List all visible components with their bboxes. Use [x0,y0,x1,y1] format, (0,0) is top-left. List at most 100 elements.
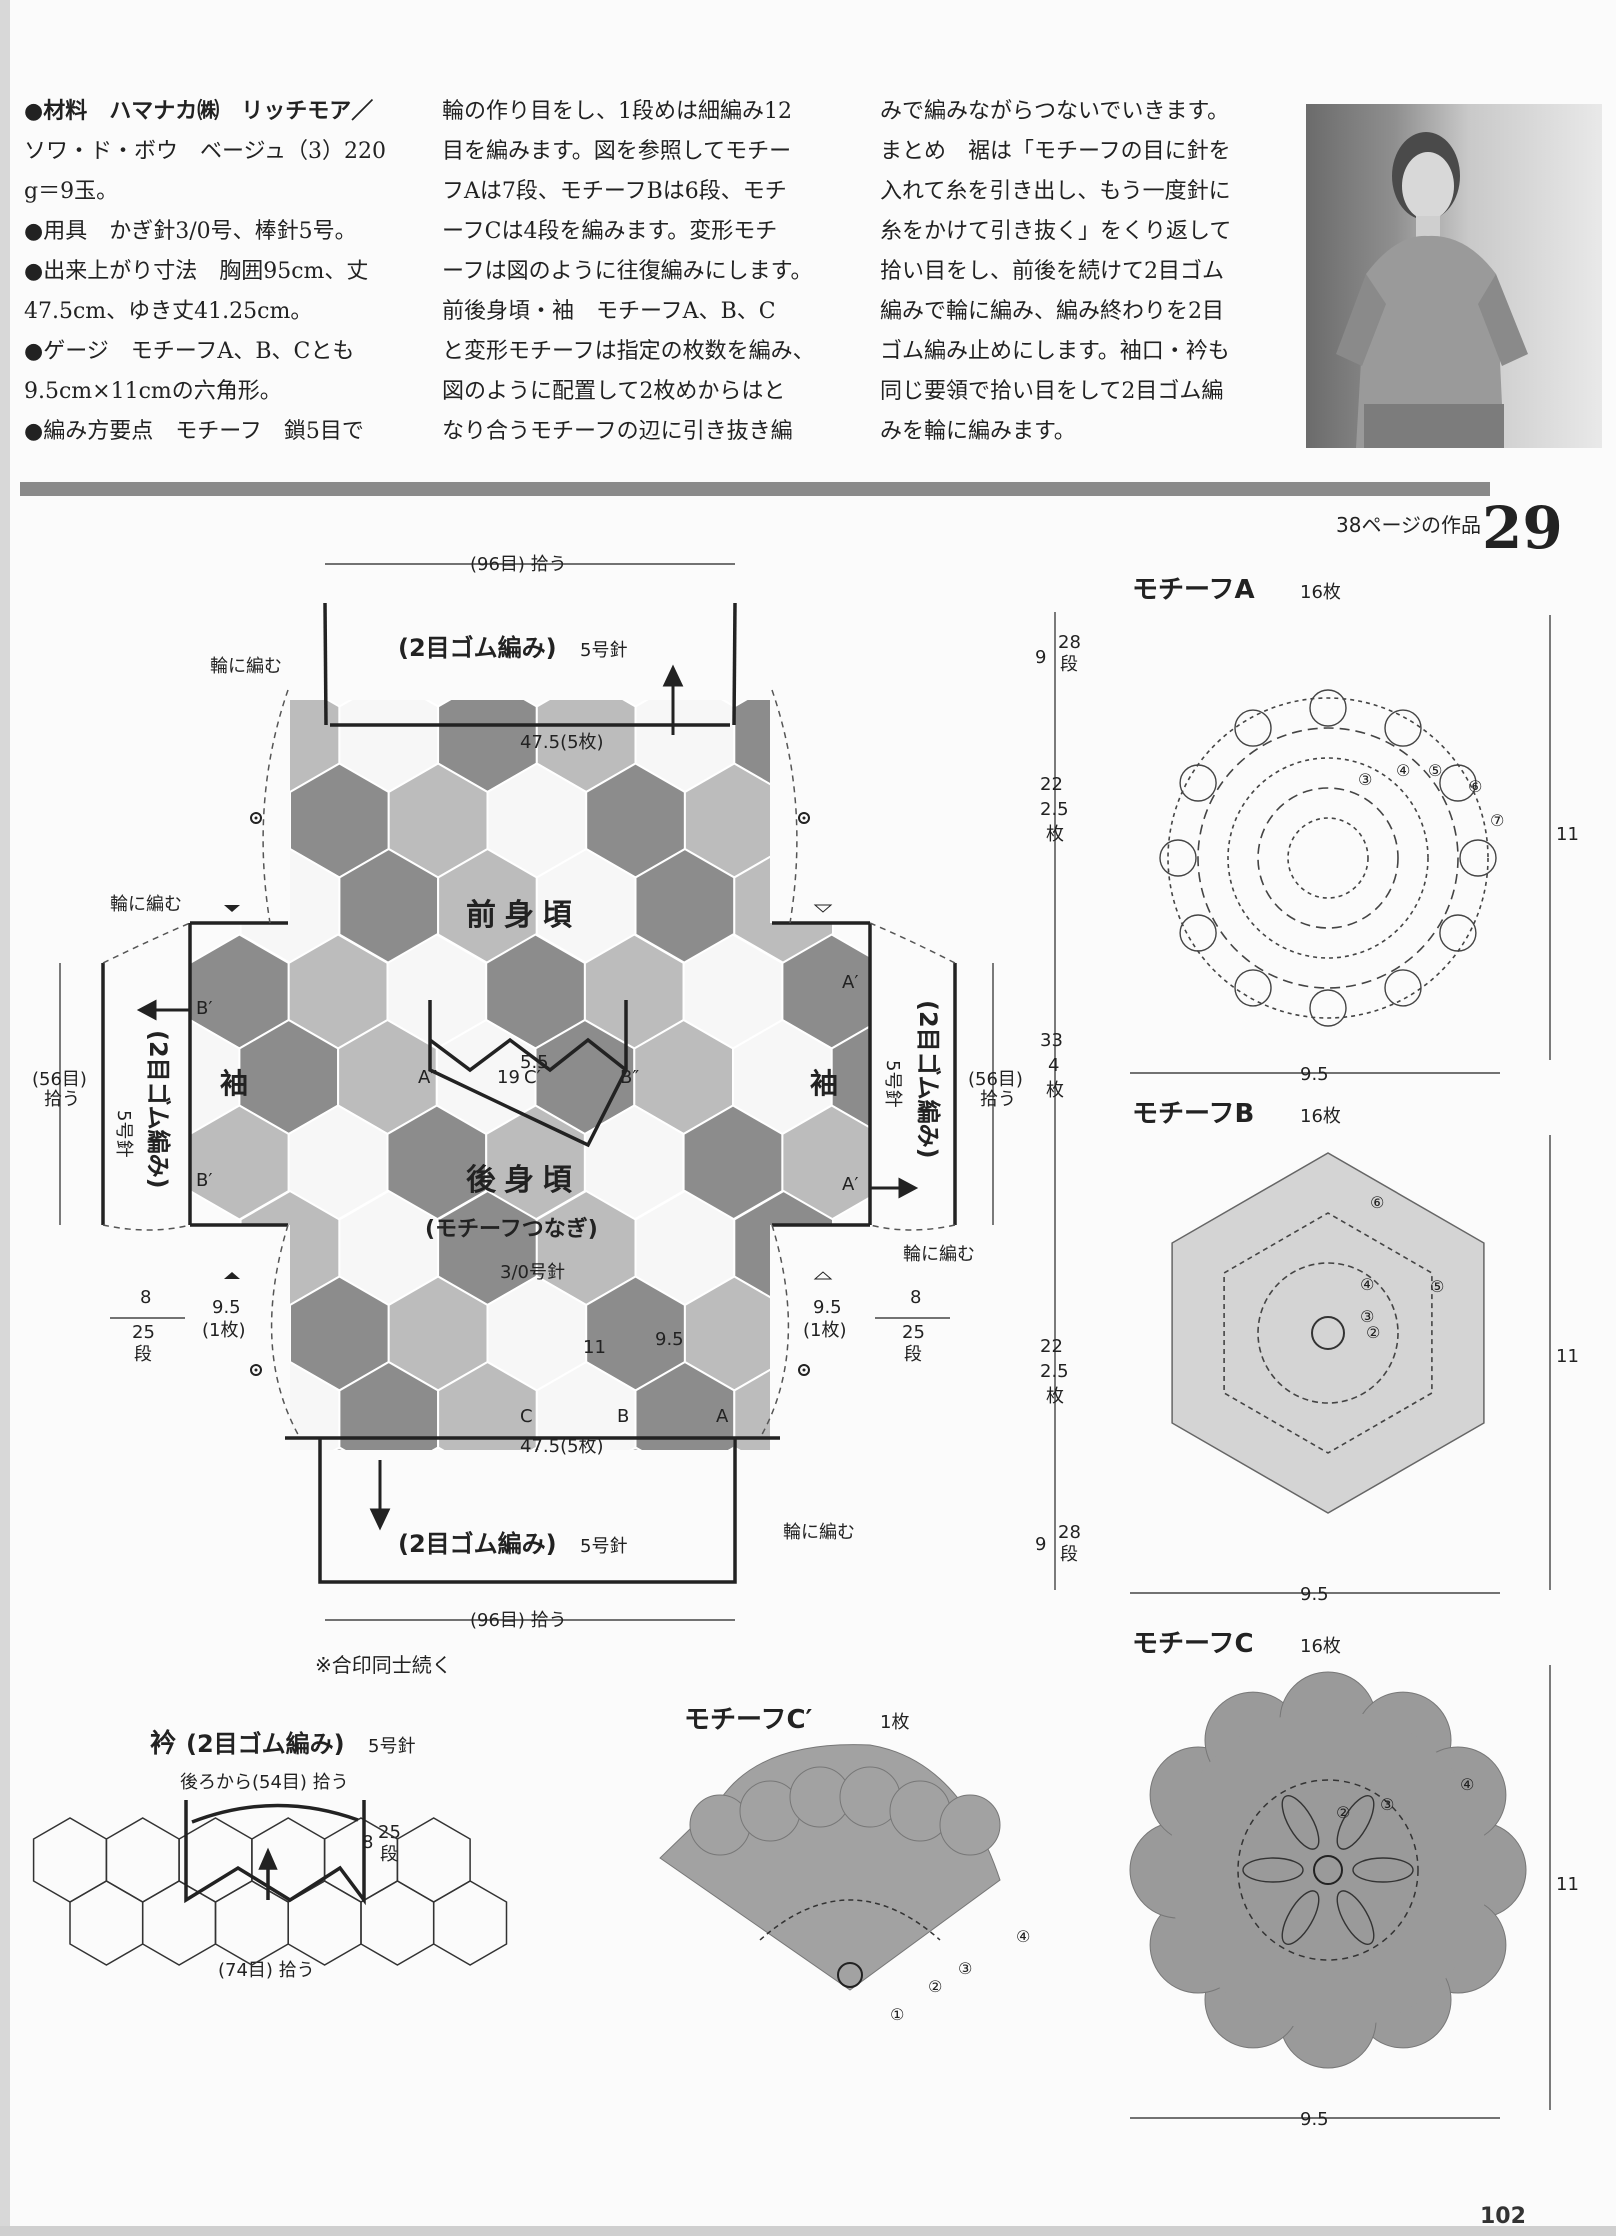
round-label: ⑥ [1468,777,1482,796]
motif-c-title: モチーフC [1132,1629,1254,1659]
dim-label: 2.5 [1040,1361,1069,1382]
round-label: ⑤ [1430,1277,1444,1296]
round-label: ③ [1358,770,1372,789]
bottom-pick-label: (96目) 拾う [470,1610,567,1631]
motif-a-petal [1459,839,1497,877]
text-line: 9.5cm×11cmの六角形。 [24,379,282,404]
joined-label: (モチーフつなぎ) [425,1216,598,1242]
dim-label: (1枚) [803,1320,847,1341]
dim-label: 9.5 [655,1329,684,1350]
ring-label: 輪に編む [903,1244,975,1265]
motif-letter: B′ [196,998,212,1019]
text-line: ●用具 かぎ針3/0号、棒針5号。 [24,219,357,244]
dim-label: 段 [904,1344,922,1365]
hook-size-label: 3/0号針 [500,1262,565,1283]
motif-b-center [1311,1316,1345,1350]
motif-b-shape [1171,1152,1485,1514]
text-line: 前後身頃・袖 モチーフA、B、C [442,299,776,324]
dim-label: 枚 [1046,1386,1064,1407]
round-label: ④ [1396,761,1410,780]
motif-c-round [1237,1779,1419,1961]
dim-label: 8 [910,1287,921,1308]
motif-b-round [1257,1262,1399,1404]
dim-label: 段 [1060,654,1078,675]
dim-label: 9.5 [212,1297,241,1318]
motif-c-body [1168,1710,1488,2030]
motif-a-round [1287,817,1369,899]
motif-letter: A′ [842,972,858,993]
text-line: みを輪に編みます。 [880,419,1076,444]
motif-charts [659,689,1527,2069]
round-label: ⑥ [1370,1193,1384,1212]
ring-label: 輪に編む [210,656,282,677]
dim-label: 25 [902,1322,925,1343]
dim-label: 5.5 [520,1052,549,1073]
motif-hex [289,1446,390,1450]
round-label: ④ [1360,1275,1374,1294]
text-line: ●ゲージ モチーフA、B、Cとも [24,339,355,364]
motif-a-petal [1159,839,1197,877]
top-pick-label: (96目) 拾う [470,554,567,575]
round-label: ③ [958,1959,972,1978]
round-label: ② [928,1977,942,1996]
text-line: みで編みながらつないでいきます。 [880,99,1230,124]
text-line: 編みで輪に編み、編み終わりを2目 [880,299,1224,324]
text-line: ーフは図のように往復編みにします。 [442,259,813,284]
motif-a-petal [1439,764,1477,802]
dim-label: 28 [1058,1522,1081,1543]
motif-titles: モチーフA 16枚 モチーフB 16枚 モチーフC 16枚 モチーフC′ 1枚 … [684,575,1579,2130]
motif-b-count: 16枚 [1300,1106,1341,1127]
motif-b-width: 9.5 [1300,1584,1329,1605]
text-line: ゴム編み止めにします。袖口・衿も [880,339,1230,364]
page-number: 102 [1480,2204,1526,2229]
text-line: ●編み方要点 モチーフ 鎖5目で [24,419,364,444]
needle-label: 5号針 [113,1110,134,1157]
motif-a-width: 9.5 [1300,1064,1329,1085]
text-line: 同じ要領で拾い目をして2目ゴム編 [880,379,1224,404]
motif-hex [830,1018,870,1136]
text-line: 目を編みます。図を参照してモチー [442,139,792,164]
dim-label: 枚 [1046,1080,1064,1101]
motif-cp-scallop [939,1794,1001,1856]
dim-label: 2.5 [1040,799,1069,820]
bottom-rib-label: (2目ゴム編み) [398,1530,557,1558]
collar-hex [396,1817,471,1903]
motif-a-petal [1309,689,1347,727]
motif-c-center [1313,1855,1343,1885]
pick-label: 拾う [980,1089,1016,1110]
motif-c-leaf [1336,1795,1375,1850]
dim-label: 枚 [1046,824,1064,845]
motif-c-leaf [1281,1890,1320,1945]
collar-hex [360,1880,435,1966]
dashed-guides [102,689,956,1439]
motif-b-title: モチーフB [1132,1099,1254,1129]
pick-label: (56目) [968,1069,1023,1090]
motif-a-height: 11 [1556,824,1579,845]
motif-a-petal [1309,989,1347,1027]
motif-a-petal [1384,969,1422,1007]
instructions-col-3: みで編みながらつないでいきます。 まとめ 裾は「モチーフの目に針を 入れて糸を引… [880,92,1280,452]
collar-hex [178,1817,253,1903]
dim-label: 28 [1058,632,1081,653]
motif-letter: C [520,1406,533,1427]
direction-arrows [136,664,919,1531]
collar-diagram: 衿 (2目ゴム編み) 5号針 後ろから(54目) 拾う 8 25 段 (74目)… [32,1728,508,1981]
ref-label: 38ページの作品 [1336,513,1481,537]
diagram-labels: (96目) 拾う (96目) 拾う (2目ゴム編み) 5号針 (2目ゴム編み) … [32,554,1081,1677]
section-rule [20,482,1490,496]
text-line: なり合うモチーフの辺に引き抜き編 [442,419,793,444]
instructions-col-1: ●材料 ハマナカ㈱ リッチモア／ ソワ・ド・ボウ ベージュ（3）220 g＝9玉… [24,92,404,452]
motif-a-petal [1234,709,1272,747]
motif-c-leaf [1336,1890,1375,1945]
dim-label: 4 [1048,1055,1059,1076]
pick-label: (56目) [32,1069,87,1090]
motif-letter: A″ [418,1067,437,1088]
motif-a-petal [1234,969,1272,1007]
motif-letter: B′ [196,1170,212,1191]
collar-rib: (2目ゴム編み) [186,1730,345,1758]
motif-a-title: モチーフA [1132,575,1255,605]
hex-grid [190,700,870,1450]
text-line: 47.5cm、ゆき丈41.25cm。 [24,299,313,324]
dim-label: 9 [1035,647,1046,668]
